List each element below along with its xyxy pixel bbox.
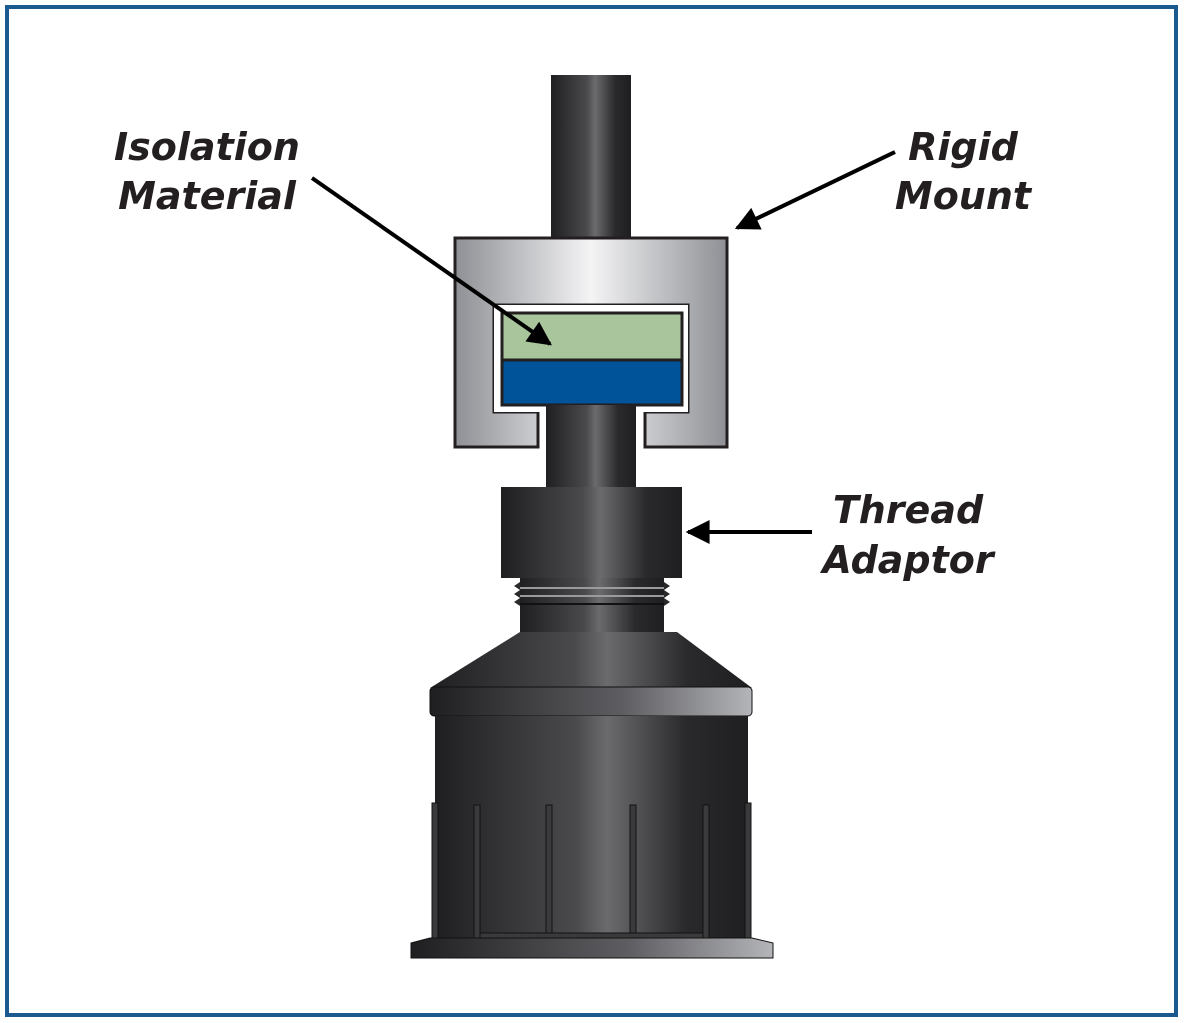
rigid-mount-arrow: [734, 150, 896, 230]
sensor-flange: [429, 686, 753, 717]
frame-border: [5, 5, 1178, 1017]
isolation-material-label-1: Isolation: [114, 125, 300, 169]
sensor-base-plate: [410, 937, 774, 959]
isolation-material-arrow: [310, 176, 552, 346]
threads: [514, 578, 670, 632]
isolation-material-label-2: Material: [118, 174, 297, 218]
thread-adaptor-label-1: Thread: [833, 488, 984, 532]
thread-adaptor: [501, 487, 682, 578]
rigid-mount-label-1: Rigid: [908, 125, 1019, 169]
isolation-material-bottom: [500, 358, 684, 407]
neck-shaft: [546, 405, 636, 488]
isolation-material-top: [500, 311, 684, 362]
sensor-cone: [430, 632, 752, 688]
sensor-body: [435, 716, 748, 940]
top-shaft: [551, 75, 631, 241]
thread-adaptor-label-2: Adaptor: [819, 538, 996, 582]
rigid-mount-label-2: Mount: [895, 174, 1033, 218]
